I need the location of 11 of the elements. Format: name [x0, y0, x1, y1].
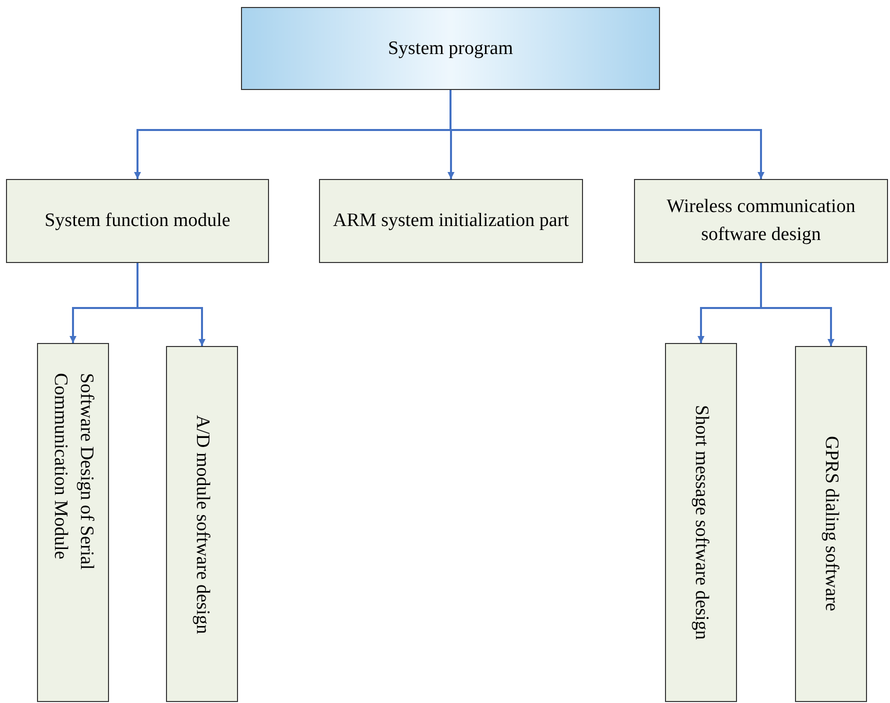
vertical-module-box: A/D module software design: [166, 346, 238, 702]
vertical-module-box: Software Design of Serial Communication Module: [37, 343, 109, 702]
module-box: Wireless communication software design: [634, 179, 888, 263]
module-box: System program: [241, 7, 660, 90]
module-box: ARM system initialization part: [319, 179, 583, 263]
module-box: System function module: [6, 179, 269, 263]
connector-arrow: [136, 263, 206, 346]
connector-arrow: [450, 90, 764, 179]
vertical-module-box: GPRS dialing software: [795, 346, 867, 702]
connector-arrow: [760, 263, 834, 346]
vertical-module-box: Short message software design: [665, 343, 737, 702]
